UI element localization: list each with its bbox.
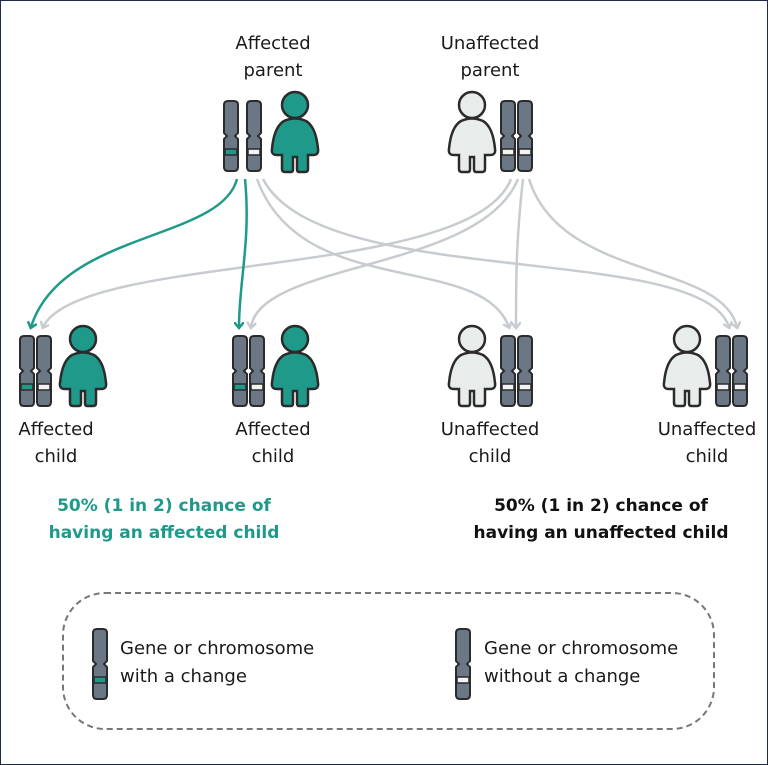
legend-line: with a change (120, 666, 247, 687)
unaffected-parent (447, 90, 532, 174)
gray-arrows (43, 178, 737, 327)
legend-chromosome-changed-icon (93, 629, 107, 699)
legend-line: without a change (484, 666, 641, 687)
statement-line: 50% (1 in 2) chance of (57, 496, 271, 516)
child-1 (20, 324, 108, 408)
label-line: child (251, 446, 295, 467)
unaffected-person-icon (662, 324, 712, 408)
child-2 (233, 324, 320, 408)
child-2-label: Affected child (183, 416, 363, 470)
label-line: child (468, 446, 512, 467)
arrow-affected-parent-to-child1 (31, 178, 239, 327)
chromosome-normal-icon (733, 336, 747, 406)
chromosome-changed-icon (233, 336, 247, 406)
legend-chromosome-normal-icon (456, 629, 470, 699)
legend-line: Gene or chromosome (120, 638, 315, 659)
label-line: Unaffected (440, 419, 540, 440)
label-line: child (34, 446, 78, 467)
label-line: Affected (235, 419, 311, 440)
chromosome-normal-icon (518, 336, 532, 406)
statement-line: having an affected child (48, 523, 280, 543)
affected-parent (224, 90, 320, 174)
affected-chance-statement: 50% (1 in 2) chance of having an affecte… (4, 493, 324, 547)
chromosome-changed-icon (224, 101, 238, 171)
chromosome-normal-icon (518, 101, 532, 171)
unaffected-parent-label: Unaffected parent (400, 30, 580, 84)
label-line: parent (243, 60, 303, 81)
chromosome-normal-icon (716, 336, 730, 406)
arrow-unaffected-parent-to-child1 (43, 178, 513, 327)
affected-parent-label: Affected parent (183, 30, 363, 84)
chromosome-changed-icon (20, 336, 34, 406)
chromosome-normal-icon (501, 336, 515, 406)
child-4-label: Unaffected child (617, 416, 767, 470)
child-1-label: Affected child (1, 416, 146, 470)
label-line: parent (460, 60, 520, 81)
arrow-unaffected-parent-to-child2 (251, 178, 520, 327)
statement-line: 50% (1 in 2) chance of (494, 496, 708, 516)
arrow-affected-parent-to-child4 (261, 178, 729, 327)
chromosome-normal-icon (247, 101, 261, 171)
affected-person-icon (58, 324, 108, 408)
unaffected-person-icon (447, 90, 497, 174)
child-4 (662, 324, 747, 408)
label-line: Affected (18, 419, 94, 440)
label-line: Affected (235, 33, 311, 54)
chromosome-normal-icon (37, 336, 51, 406)
chromosome-normal-icon (501, 101, 515, 171)
legend-changed-label: Gene or chromosome with a change (120, 635, 314, 691)
legend-line: Gene or chromosome (484, 638, 679, 659)
arrow-affected-parent-to-child3 (255, 178, 509, 327)
chromosome-normal-icon (250, 336, 264, 406)
arrow-affected-parent-to-child2 (239, 178, 248, 327)
arrow-unaffected-parent-to-child4 (527, 178, 737, 327)
legend-box (62, 592, 715, 730)
affected-person-icon (270, 324, 320, 408)
unaffected-person-icon (447, 324, 497, 408)
child-3 (447, 324, 532, 408)
child-3-label: Unaffected child (400, 416, 580, 470)
label-line: child (685, 446, 729, 467)
statement-line: having an unaffected child (473, 523, 729, 543)
label-line: Unaffected (440, 33, 540, 54)
affected-person-icon (270, 90, 320, 174)
legend-unchanged-label: Gene or chromosome without a change (484, 635, 678, 691)
label-line: Unaffected (657, 419, 757, 440)
teal-arrows (31, 178, 248, 327)
arrow-unaffected-parent-to-child3 (516, 178, 525, 327)
unaffected-chance-statement: 50% (1 in 2) chance of having an unaffec… (441, 493, 761, 547)
